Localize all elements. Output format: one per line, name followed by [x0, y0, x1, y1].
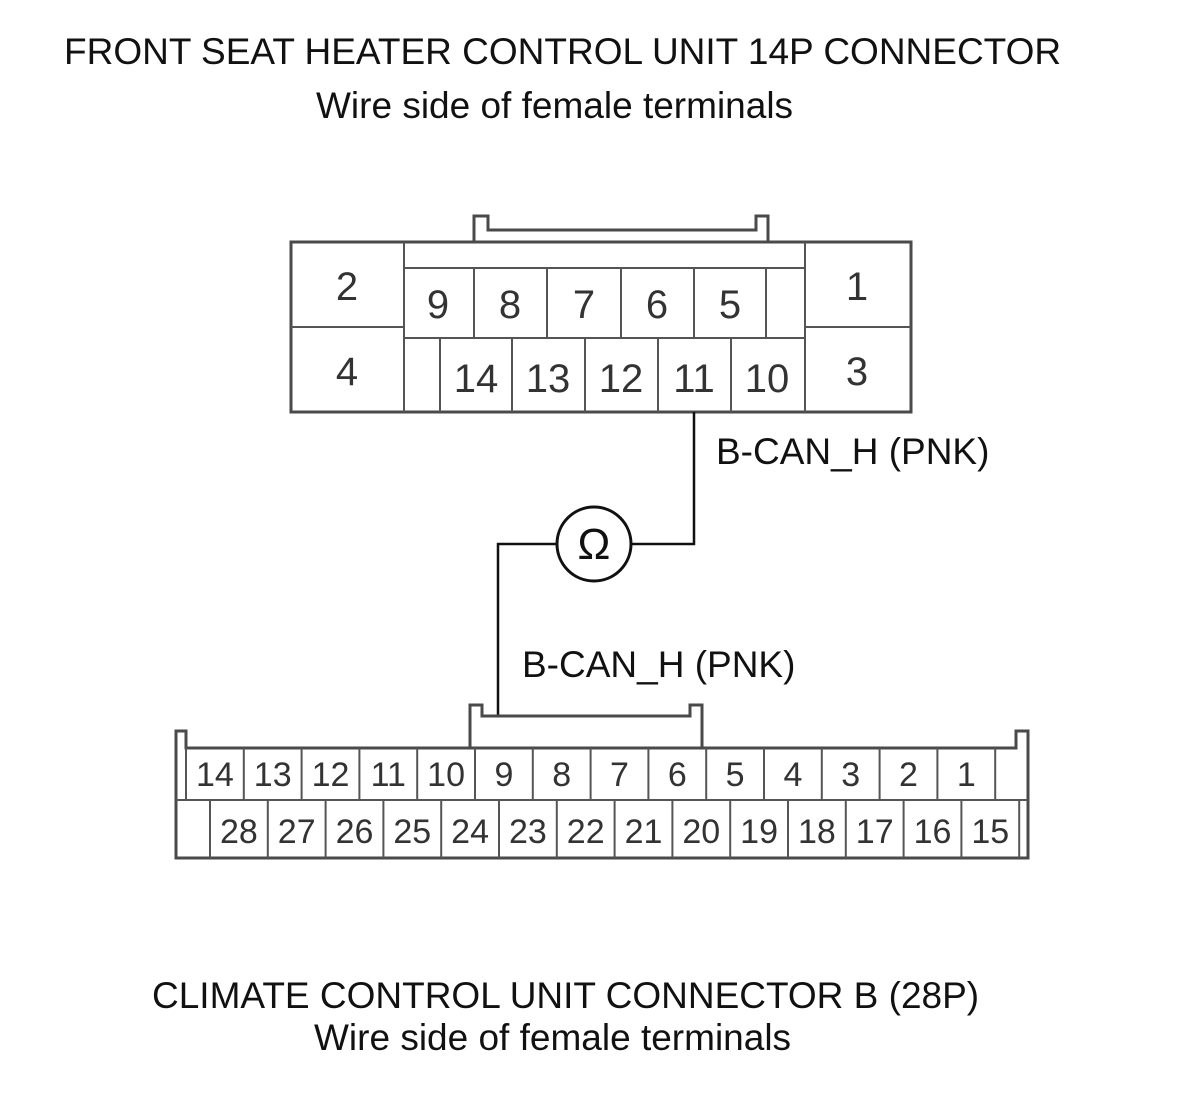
bottom-pin-14: 14	[196, 756, 234, 794]
bottom-pin-4: 4	[783, 756, 802, 794]
bottom-pin-1: 1	[957, 756, 976, 794]
top-pin-3: 3	[846, 350, 868, 394]
bottom-pin-28: 28	[220, 813, 258, 851]
bottom-connector-latch	[468, 703, 704, 748]
top-connector-subtitle: Wire side of female terminals	[316, 85, 793, 126]
top-pin-1: 1	[846, 265, 868, 309]
bottom-pin-7: 7	[610, 756, 629, 794]
bottom-pin-17: 17	[856, 813, 894, 851]
bottom-pin-2: 2	[899, 756, 918, 794]
bottom-pin-16: 16	[914, 813, 952, 851]
bottom-pin-3: 3	[841, 756, 860, 794]
bottom-pin-23: 23	[509, 813, 547, 851]
top-pin-6: 6	[646, 283, 668, 327]
bottom-pin-10: 10	[427, 756, 465, 794]
bottom-pin-22: 22	[567, 813, 605, 851]
wire-bottom-segment	[496, 542, 556, 736]
bottom-pin-20: 20	[682, 813, 720, 851]
top-pin-4: 4	[336, 350, 358, 394]
ohmmeter-icon	[555, 505, 633, 583]
ohm-symbol: Ω	[578, 520, 611, 569]
wire-label-upper: B-CAN_H (PNK)	[716, 431, 989, 472]
bottom-pin-19: 19	[740, 813, 778, 851]
top-pin-12: 12	[599, 357, 644, 401]
bottom-pin-11: 11	[371, 756, 406, 794]
top-pin-2: 2	[336, 265, 358, 309]
bottom-pin-26: 26	[336, 813, 374, 851]
wire-label-lower: B-CAN_H (PNK)	[522, 644, 795, 685]
bottom-pin-27: 27	[278, 813, 316, 851]
bottom-connector-title: CLIMATE CONTROL UNIT CONNECTOR B (28P)	[152, 975, 979, 1016]
top-pin-10: 10	[745, 357, 790, 401]
bottom-pin-5: 5	[726, 756, 745, 794]
top-connector: 2 4 1 3 9 8 7 6 5 14 13 12 11 10	[289, 214, 913, 414]
bottom-pin-18: 18	[798, 813, 836, 851]
bottom-pin-15: 15	[971, 813, 1009, 851]
top-pin-5: 5	[719, 283, 741, 327]
bottom-pin-21: 21	[625, 813, 663, 851]
top-connector-title: FRONT SEAT HEATER CONTROL UNIT 14P CONNE…	[64, 31, 1061, 72]
bottom-pin-12: 12	[312, 756, 350, 794]
top-pin-13: 13	[526, 357, 571, 401]
bottom-pin-9: 9	[494, 756, 513, 794]
measurement-wire: Ω	[496, 412, 696, 736]
bottom-connector-subtitle: Wire side of female terminals	[314, 1017, 791, 1058]
bottom-pin-8: 8	[552, 756, 571, 794]
top-pin-14: 14	[454, 357, 499, 401]
top-pin-7: 7	[573, 283, 595, 327]
top-pin-9: 9	[427, 283, 449, 327]
top-pin-8: 8	[499, 283, 521, 327]
bottom-connector-body	[174, 729, 1030, 860]
bottom-pin-13: 13	[254, 756, 292, 794]
bottom-pin-24: 24	[451, 813, 489, 851]
bottom-pin-25: 25	[393, 813, 431, 851]
wire-top-segment	[632, 412, 696, 546]
bottom-pin-6: 6	[668, 756, 687, 794]
top-pin-11: 11	[673, 357, 715, 401]
